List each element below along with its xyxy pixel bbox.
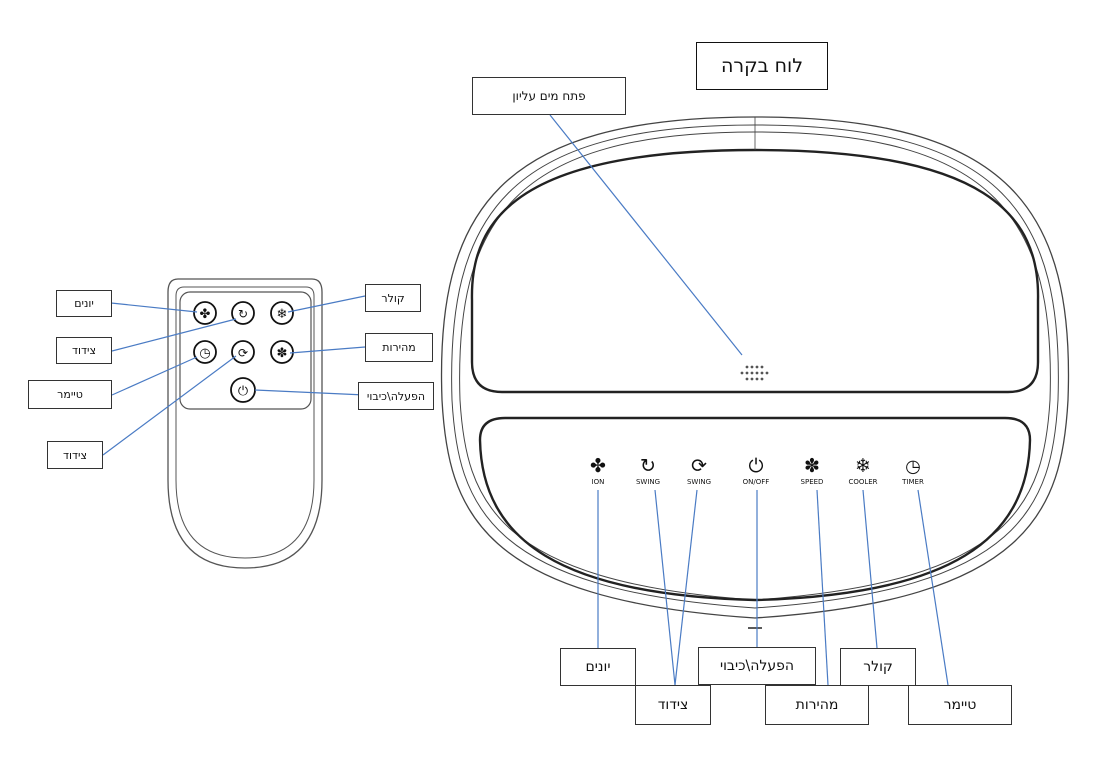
panel-title: לוח בקרה: [696, 42, 828, 90]
panel-caption-swing-2: SWING: [687, 478, 711, 486]
remote-label-cooler: קולר: [365, 284, 421, 312]
cooler-unit: [440, 116, 1070, 629]
remote-label-on-off: הפעלה\כיבוי: [358, 382, 434, 410]
panel-icons: ✤ ↻ ⟳ ⏻ ✽ ❄ ◷: [590, 455, 921, 477]
remote-ion-button[interactable]: ✤: [193, 301, 217, 325]
unit-outer-outline-2: [451, 124, 1059, 609]
power-icon[interactable]: ⏻: [748, 455, 763, 477]
panel-caption-speed: SPEED: [801, 478, 824, 486]
swing-icon: ↻: [238, 307, 248, 321]
remote-outline: [167, 278, 323, 569]
fan-icon[interactable]: ✽: [804, 455, 820, 477]
remote-label-ions: יונים: [56, 290, 112, 317]
panel-label-cooler: קולר: [840, 648, 916, 686]
ion-icon: ✤: [200, 307, 211, 322]
panel-button-captions: ION SWING SWING ON/OFF SPEED COOLER TIME…: [592, 478, 924, 486]
panel-label-timer: טיימר: [908, 685, 1012, 725]
swing-icon: ⟳: [238, 346, 248, 360]
remote-buttons: ✤ ↻ ❄ ◷ ⟳ ✽ ⏻: [193, 301, 294, 403]
bottom-panel: [478, 416, 1032, 602]
panel-label-speed: מהירות: [765, 685, 869, 725]
unit-outer-outline-3: [459, 131, 1051, 601]
panel-caption-ion: ION: [592, 478, 605, 486]
snowflake-icon: ❄: [277, 307, 288, 322]
panel-caption-on-off: ON/OFF: [743, 478, 770, 486]
remote-cooler-button[interactable]: ❄: [270, 301, 294, 325]
swing-icon[interactable]: ↻: [640, 455, 656, 477]
top-water-opening-label: פתח מים עליון: [472, 77, 626, 115]
panel-caption-cooler: COOLER: [848, 478, 877, 486]
remote-leader-lines: [102, 295, 366, 456]
remote-swing-button-2[interactable]: ⟳: [231, 340, 255, 364]
remote-inner-outline: [175, 286, 315, 559]
remote-label-speed: מהירות: [365, 333, 433, 362]
remote-label-swing-1: צידוד: [56, 337, 112, 364]
remote-label-timer: טיימר: [28, 380, 112, 409]
clock-icon: ◷: [199, 346, 210, 361]
swing-icon[interactable]: ⟳: [691, 455, 707, 477]
snowflake-icon[interactable]: ❄: [855, 455, 871, 477]
clock-icon[interactable]: ◷: [905, 456, 921, 477]
panel-label-on-off: הפעלה\כיבוי: [698, 647, 816, 685]
panel-label-swing: צידוד: [635, 685, 711, 725]
remote-power-button[interactable]: ⏻: [230, 377, 256, 403]
remote-label-swing-2: צידוד: [47, 441, 103, 469]
remote-swing-button-1[interactable]: ↻: [231, 301, 255, 325]
water-opening-dots: [740, 365, 769, 381]
top-panel: [470, 148, 1040, 394]
power-icon: ⏻: [238, 384, 248, 399]
remote-speed-button[interactable]: ✽: [270, 340, 294, 364]
ion-icon[interactable]: ✤: [590, 455, 606, 477]
panel-caption-timer: TIMER: [901, 478, 924, 486]
panel-label-ions: יונים: [560, 648, 636, 686]
remote-timer-button[interactable]: ◷: [193, 340, 217, 364]
unit-outer-outline: [440, 116, 1070, 619]
fan-icon: ✽: [277, 346, 288, 361]
remote-control: [167, 278, 323, 569]
panel-caption-swing-1: SWING: [636, 478, 660, 486]
panel-leader-lines: [549, 114, 949, 686]
remote-button-area: [179, 291, 312, 410]
